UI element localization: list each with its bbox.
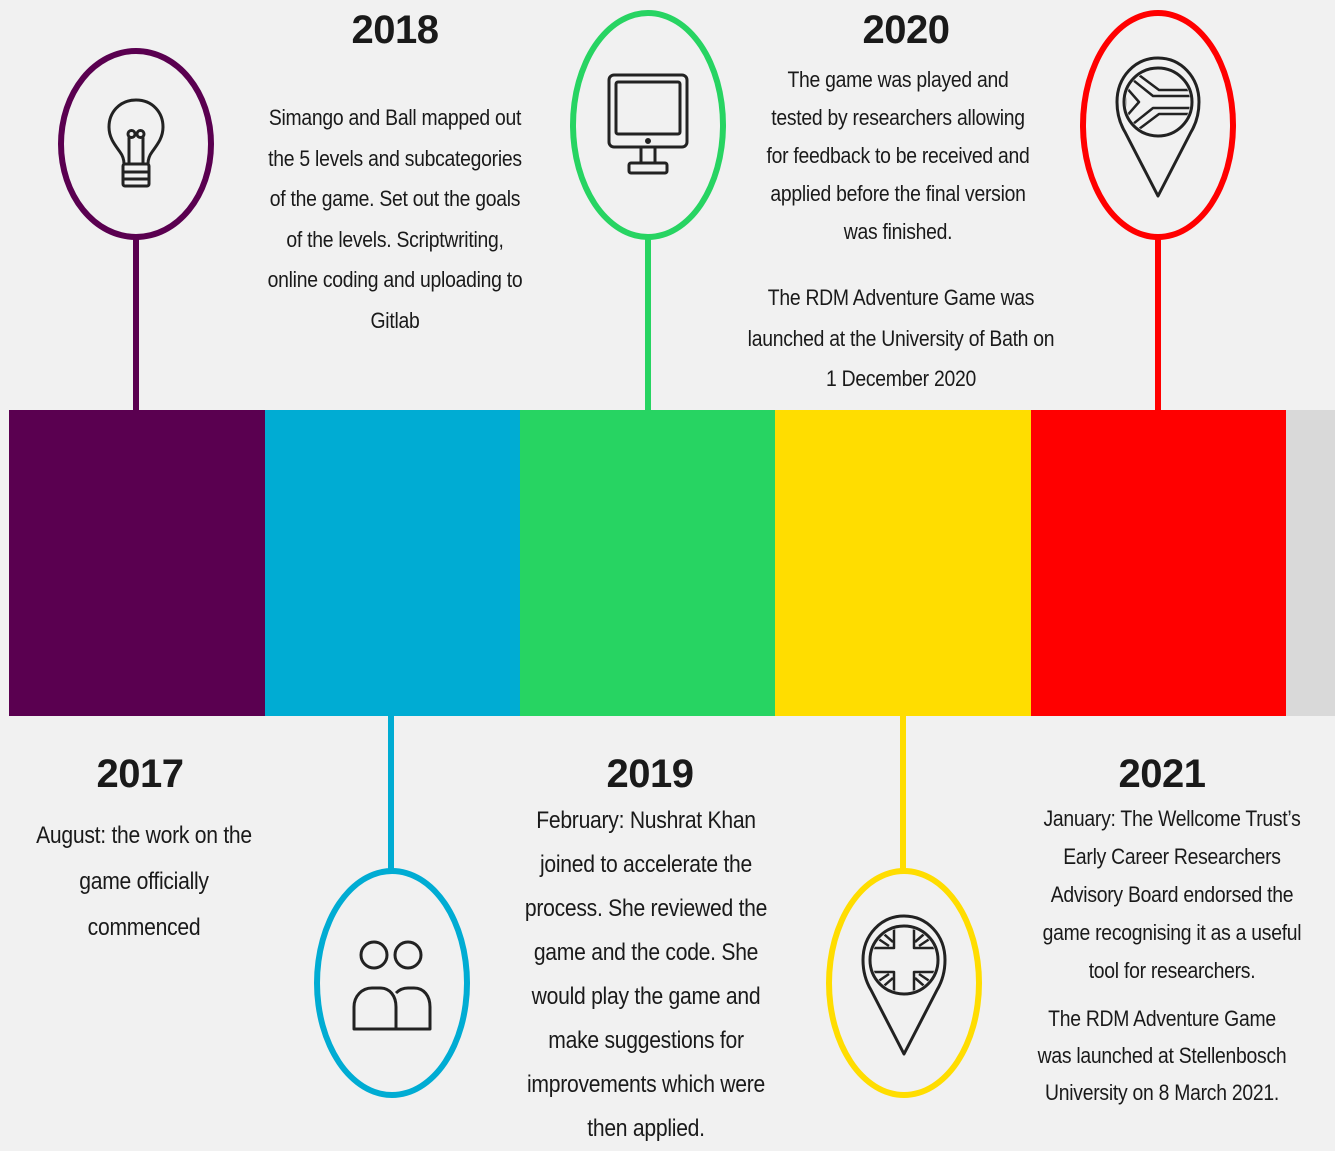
milestone-2021-description-2: The RDM Adventure Game was launched at S… [1037, 1006, 1287, 1105]
timeline-segment-end [1286, 410, 1335, 716]
milestone-2021-description-1: January: The Wellcome Trust’s Early Care… [1042, 806, 1302, 983]
milestone-2020-circle [826, 868, 982, 1098]
timeline-segment-2019 [520, 410, 775, 716]
milestone-2017-description: August: the work on the game officially … [36, 822, 252, 941]
connector-2021 [1155, 238, 1161, 410]
people-icon [350, 933, 434, 1033]
south-africa-flag-map-pin-icon [1113, 50, 1203, 200]
timeline-segment-2017 [9, 410, 265, 716]
milestone-2018-circle [314, 868, 470, 1098]
uk-flag-map-pin-icon [859, 908, 949, 1058]
milestone-2019-description: February: Nushrat Khan joined to acceler… [524, 807, 768, 1142]
connector-2017 [133, 238, 139, 410]
connector-2020 [900, 716, 906, 872]
milestone-2019-circle [570, 10, 726, 240]
milestone-2018-description: Simango and Ball mapped out the 5 levels… [267, 105, 523, 333]
timeline-segment-2020 [775, 410, 1031, 716]
milestone-2020-description-1: The game was played and tested by resear… [766, 67, 1030, 244]
year-heading-2021: 2021 [1118, 752, 1206, 796]
year-heading-2020: 2020 [862, 8, 950, 52]
year-heading-2017: 2017 [96, 752, 184, 796]
year-heading-2018: 2018 [351, 8, 439, 52]
computer-monitor-icon [605, 71, 691, 179]
milestone-2020-description-2: The RDM Adventure Game was launched at t… [747, 285, 1055, 391]
lightbulb-icon [105, 96, 167, 192]
milestone-2017-circle [58, 48, 214, 240]
timeline-segment-2018 [265, 410, 520, 716]
connector-2018 [388, 716, 394, 872]
connector-2019 [645, 238, 651, 410]
milestone-2021-circle [1080, 10, 1236, 240]
timeline-segment-2021 [1031, 410, 1286, 716]
year-heading-2019: 2019 [606, 752, 694, 796]
